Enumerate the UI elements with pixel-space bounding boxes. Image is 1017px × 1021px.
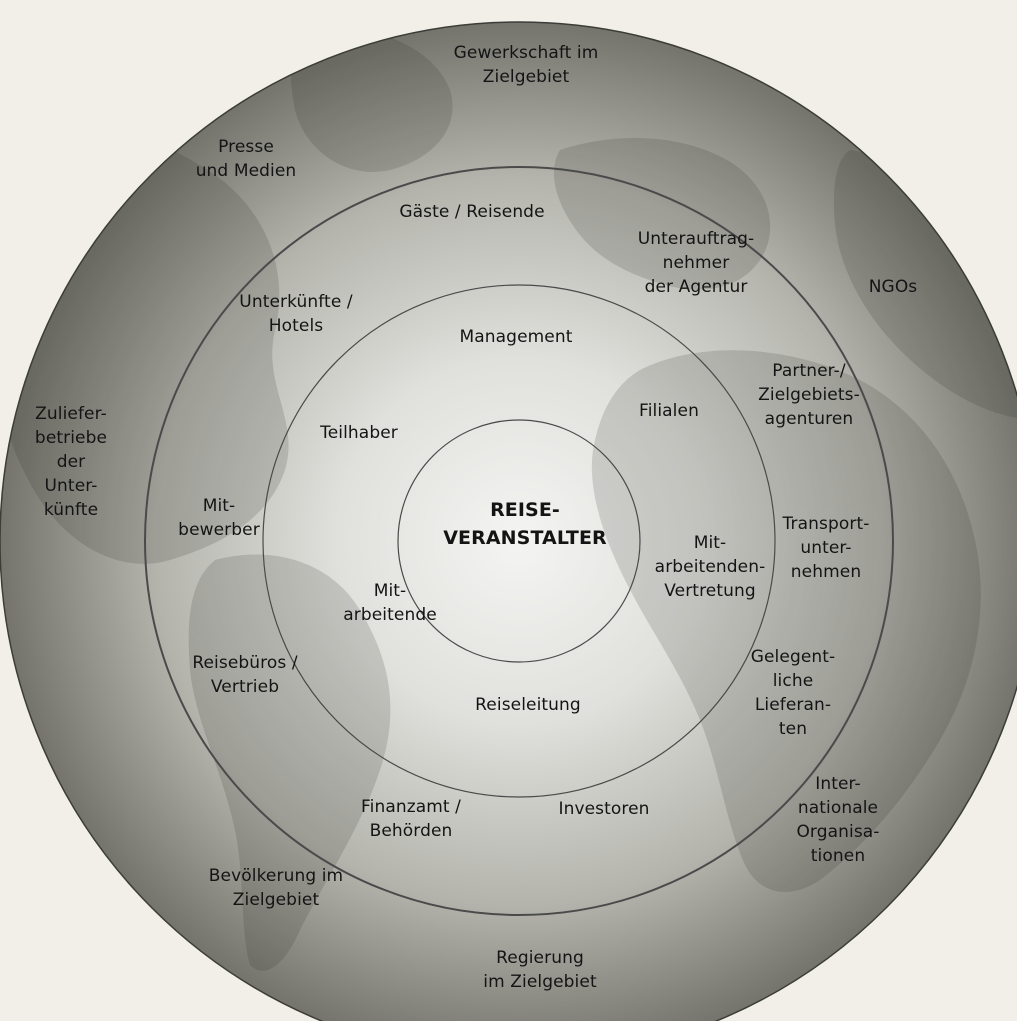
label-bevoelkerung: Bevölkerung im Zielgebiet — [208, 866, 344, 910]
label-ngos: NGOs — [868, 277, 918, 297]
outer-ring — [144, 166, 894, 916]
landmass-africa — [591, 350, 981, 893]
label-mitarbeitendenvertretung: Mit- arbeitenden- Vertretung — [654, 533, 766, 601]
label-unterauftragnehmer: Unterauftrag- nehmer der Agentur — [637, 229, 755, 297]
globe-outline — [0, 21, 1017, 1021]
label-teilhaber: Teilhaber — [320, 423, 398, 443]
label-gaeste-reisende: Gäste / Reisende — [399, 202, 545, 222]
label-unterkuenfte-hotels: Unterkünfte / Hotels — [239, 292, 353, 336]
label-gewerkschaft: Gewerkschaft im Zielgebiet — [453, 43, 599, 87]
label-internationale-organisationen: Inter- nationale Organisa- tionen — [796, 774, 880, 866]
label-transportunternehmen: Transport- unter- nehmen — [782, 514, 870, 582]
landmass-south-america — [188, 554, 391, 971]
label-filialen: Filialen — [639, 401, 699, 421]
label-reisebueros-vertrieb: Reisebüros / Vertrieb — [192, 653, 298, 697]
label-finanzamt-behoerden: Finanzamt / Behörden — [360, 797, 462, 841]
inner-ring — [397, 419, 641, 663]
label-mitarbeitende: Mit- arbeitende — [343, 581, 437, 625]
landmass-europe — [553, 138, 771, 290]
label-presse-medien: Presse und Medien — [195, 137, 297, 181]
label-investoren: Investoren — [558, 799, 650, 819]
label-zulieferbetriebe: Zuliefer- betriebe der Unter- künfte — [34, 404, 108, 520]
label-regierung: Regierung im Zielgebiet — [483, 948, 597, 992]
label-reiseleitung: Reiseleitung — [475, 695, 581, 715]
label-gelegentliche-lieferanten: Gelegent- liche Lieferan- ten — [750, 647, 836, 739]
landmass-greenland — [290, 27, 453, 172]
center-label-reiseveranstalter: REISE- VERANSTALTER — [443, 499, 607, 549]
label-partner-agenturen: Partner-/ Zielgebiets- agenturen — [758, 361, 860, 429]
label-management: Management — [459, 327, 573, 347]
middle-ring — [262, 284, 776, 798]
label-mitbewerber: Mit- bewerber — [178, 496, 260, 540]
globe-background — [0, 22, 1017, 1021]
